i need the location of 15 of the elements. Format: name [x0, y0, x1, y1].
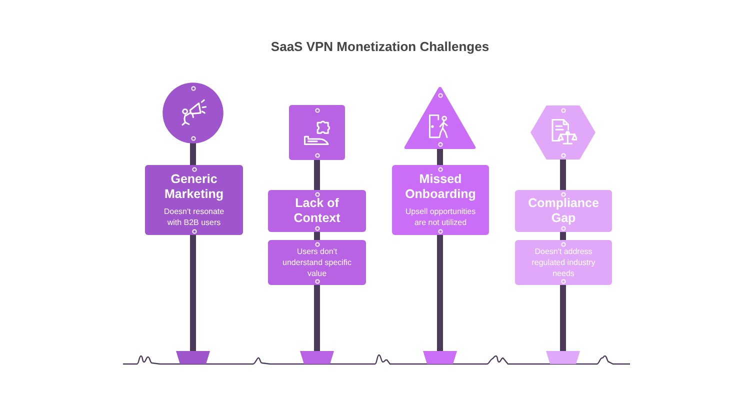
- sign-description: Doesn't address regulated industry needs: [530, 246, 596, 280]
- sign-plate: [515, 190, 612, 232]
- sign-heading: Lack of Context: [292, 196, 342, 226]
- sign-plate: [392, 165, 489, 235]
- sign-heading: Generic Marketing: [163, 172, 225, 202]
- sign-plate: [515, 240, 612, 285]
- sign-plate: [268, 190, 366, 232]
- sign-plate: [145, 165, 243, 235]
- sign-description: Doesn't resonate with B2B users: [162, 206, 226, 228]
- sign-heading: Missed Onboarding: [404, 172, 477, 202]
- diagram-title: SaaS VPN Monetization Challenges: [270, 39, 490, 54]
- sign-description: Upsell opportunities are not utilized: [404, 206, 477, 228]
- sign-plate: [268, 240, 366, 285]
- sign-heading: Compliance Gap: [527, 196, 600, 226]
- sign-description: Users don't understand specific value: [282, 246, 352, 280]
